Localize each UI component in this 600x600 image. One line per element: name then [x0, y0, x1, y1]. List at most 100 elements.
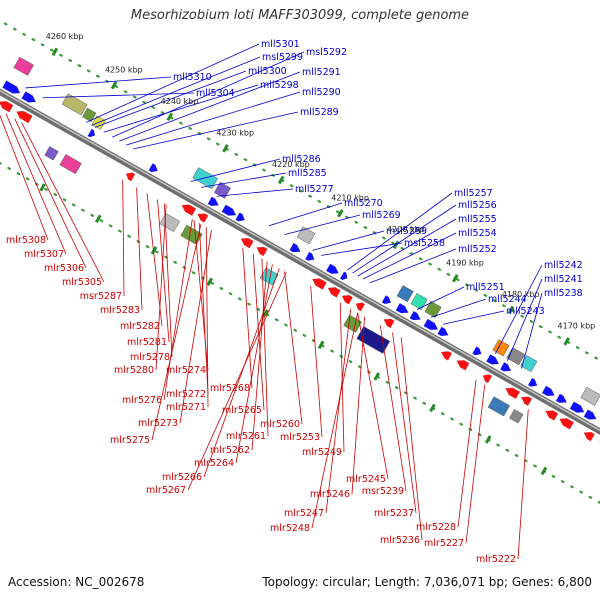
forward-gene-label: msl5299	[262, 52, 303, 63]
forward-gene-arrow	[87, 128, 96, 138]
reverse-gene-label: mlr5274	[166, 365, 206, 376]
label-leader	[163, 219, 193, 401]
forward-gene-label: mll5277	[295, 184, 334, 195]
forward-gene-label: mll5286	[282, 154, 321, 165]
reverse-gene-label: mlr5305	[62, 277, 102, 288]
scale-label: 4260 kbp	[46, 32, 84, 41]
reverse-gene-arrow	[545, 410, 559, 421]
label-leader	[126, 91, 301, 146]
forward-gene-label: mll5270	[344, 198, 383, 209]
label-leader	[379, 325, 407, 492]
track-guides	[0, 19, 600, 504]
forward-gene-label: msl5292	[306, 47, 347, 58]
feature-block	[13, 56, 34, 76]
label-leader	[86, 43, 260, 123]
scale-label: 4230 kbp	[216, 129, 254, 138]
forward-gene-label: mll5269	[362, 210, 401, 221]
forward-gene-label: mll5252	[458, 244, 497, 255]
scale-tick	[317, 340, 325, 350]
scale-label: 4220 kbp	[272, 160, 310, 169]
label-leader	[321, 242, 403, 256]
reverse-gene-label: mlr5260	[260, 419, 300, 430]
label-leader	[362, 232, 457, 280]
label-leader	[268, 202, 343, 227]
forward-gene-arrow	[221, 204, 237, 216]
reverse-gene-label: mlr5276	[122, 395, 162, 406]
forward-gene-label: msl5258	[404, 238, 445, 249]
scale-tick	[39, 183, 46, 192]
forward-gene-arrow	[207, 196, 219, 207]
reverse-gene-label: mlr5275	[110, 435, 150, 446]
forward-gene-arrow	[409, 310, 421, 321]
reverse-gene-arrow	[355, 302, 366, 312]
scale-tick	[277, 175, 285, 185]
forward-gene-label: mll5310	[173, 72, 212, 83]
feature-block	[59, 154, 82, 175]
forward-gene-label: mll5238	[544, 288, 583, 299]
label-leader	[25, 76, 172, 89]
forward-gene-arrow	[499, 362, 512, 372]
forward-gene-arrow	[339, 271, 348, 281]
reverse-gene-label: mlr5264	[194, 458, 234, 469]
forward-gene-arrow	[289, 242, 301, 253]
scale-tick	[507, 305, 515, 315]
forward-gene-label: mll5289	[300, 107, 339, 118]
forward-gene-arrow	[305, 251, 315, 261]
scale-label: 4180 kbp	[502, 290, 540, 299]
label-leader	[517, 409, 529, 560]
label-leader	[5, 113, 67, 255]
reverse-gene-label: mlr5253	[280, 432, 320, 443]
scale-tick	[451, 274, 459, 283]
forward-gene-arrow	[2, 80, 21, 94]
label-leader	[312, 230, 385, 251]
reverse-gene-arrow	[559, 418, 575, 430]
label-leader	[187, 272, 287, 491]
forward-gene-arrow	[569, 401, 585, 413]
label-leader	[119, 71, 301, 142]
label-leader	[203, 268, 280, 478]
scale-label: 4170 kbp	[558, 322, 596, 331]
feature-block	[259, 267, 279, 286]
reverse-gene-arrow	[197, 213, 209, 223]
label-leader	[155, 204, 167, 371]
reverse-gene-label: mlr5283	[100, 305, 140, 316]
forward-gene-arrow	[381, 295, 392, 305]
reverse-gene-arrow	[311, 278, 327, 290]
reverse-gene-arrow	[482, 374, 493, 384]
feature-block	[180, 224, 203, 245]
label-leader	[112, 51, 305, 138]
forward-gene-arrow	[541, 385, 555, 397]
label-leader	[235, 264, 273, 464]
feature-block	[159, 213, 181, 233]
reverse-gene-arrow	[440, 351, 453, 361]
label-leader	[201, 172, 287, 188]
scale-tick	[95, 214, 102, 224]
reverse-gene-arrow	[256, 246, 268, 257]
forward-gene-label: mll5244	[488, 294, 527, 305]
label-leader	[198, 223, 209, 395]
feature-block	[82, 107, 97, 123]
label-leader	[521, 292, 543, 369]
label-leader	[157, 199, 170, 343]
feature-block	[492, 339, 510, 357]
reverse-gene-label: mlr5268	[210, 383, 250, 394]
reverse-gene-arrow	[505, 387, 521, 400]
feature-block	[509, 409, 524, 424]
forward-gene-label: mll5254	[458, 228, 497, 239]
reverse-gene-arrow	[0, 101, 14, 113]
reverse-gene-label: mlr5227	[424, 538, 464, 549]
reverse-gene-arrow	[583, 431, 595, 442]
reverse-gene-arrow	[16, 110, 33, 124]
reverse-gene-arrow	[341, 295, 353, 305]
scale-tick	[222, 144, 229, 153]
label-leader	[310, 286, 323, 438]
forward-gene-label: mll5291	[302, 67, 341, 78]
label-leader	[14, 118, 87, 269]
forward-gene-arrow	[527, 377, 538, 387]
reverse-gene-label: mlr5282	[120, 321, 160, 332]
forward-gene-arrow	[555, 393, 568, 404]
feature-block	[61, 93, 88, 116]
label-leader	[351, 316, 366, 495]
forward-gene-label: mll5290	[302, 87, 341, 98]
scale-label: 4190 kbp	[446, 259, 484, 268]
